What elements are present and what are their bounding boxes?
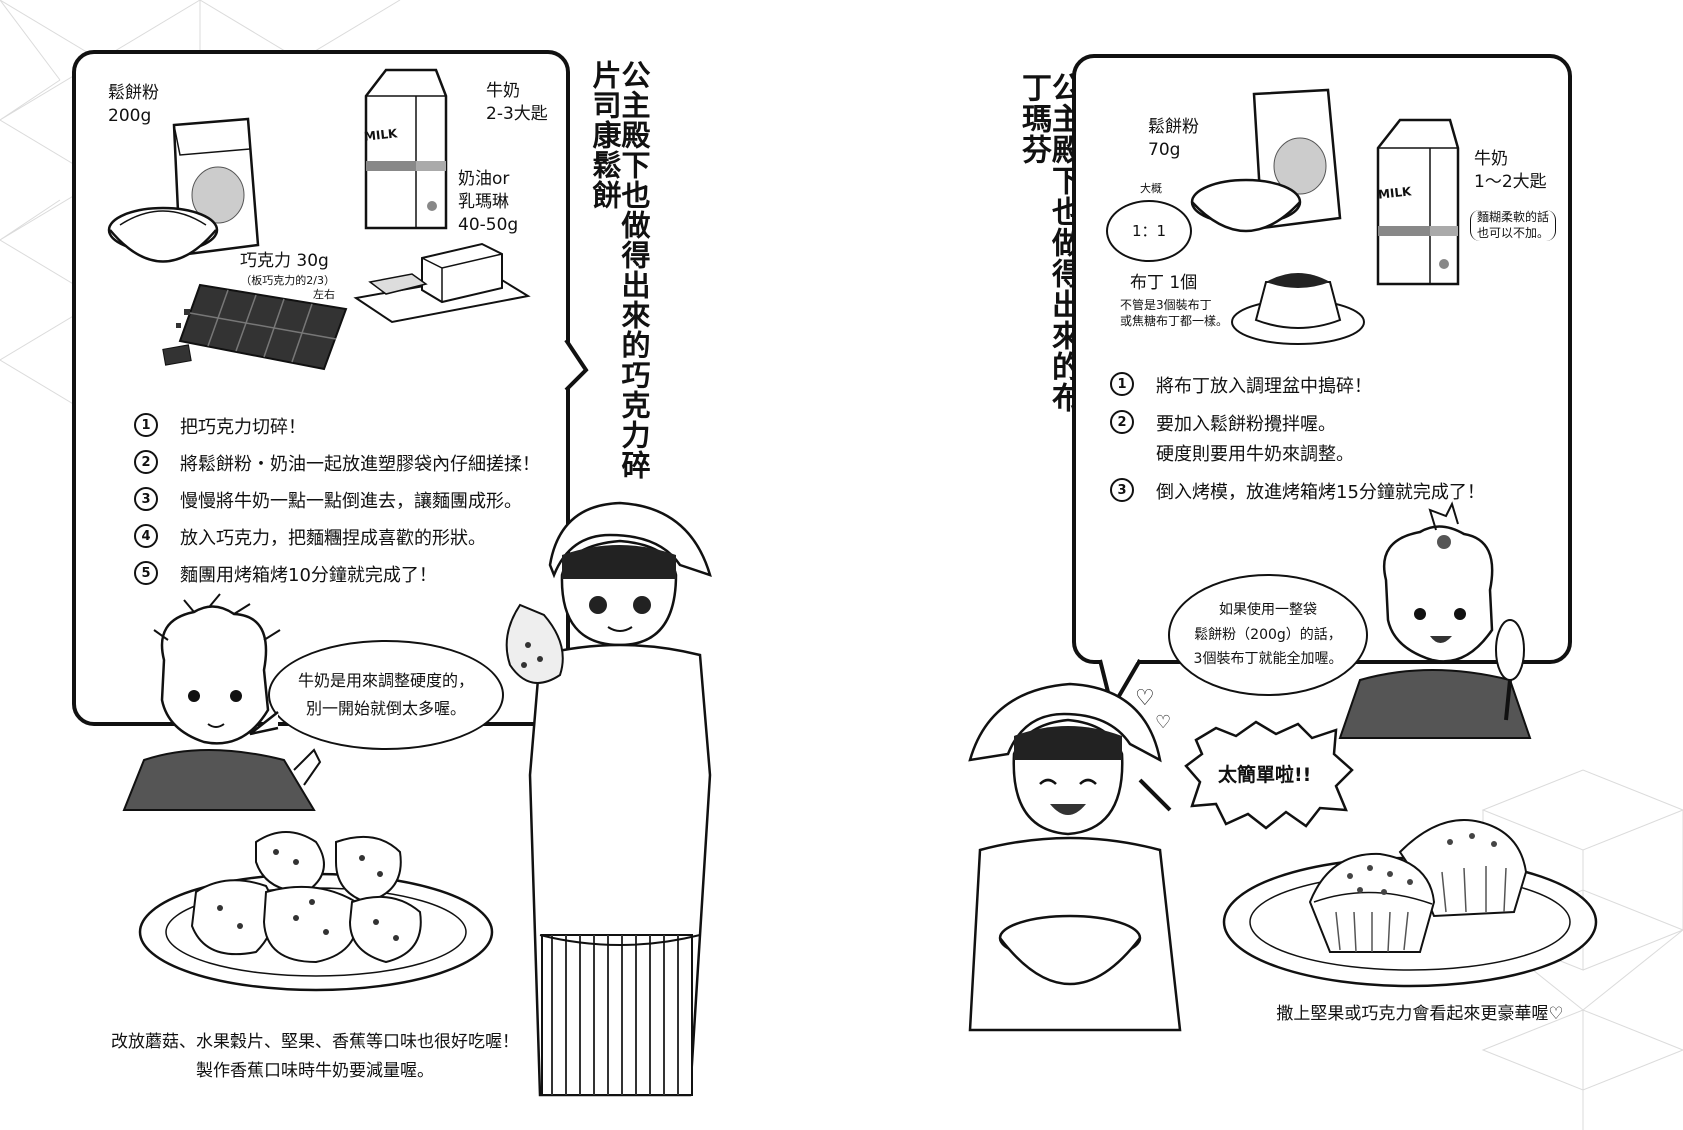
boy-character-illustration	[122, 593, 322, 811]
step-number: 4	[134, 524, 158, 548]
left-step-4: 4 放入巧克力，把麵糰捏成喜歡的形狀。	[134, 524, 486, 554]
right-caption: 撒上堅果或巧克力會看起來更豪華喔♡	[1276, 1004, 1564, 1024]
step-text: 倒入烤模，放進烤箱烤15分鐘就完成了！	[1156, 482, 1485, 503]
right-pudding-note: 不管是3個裝布丁 或焦糖布丁都一樣。	[1120, 298, 1229, 328]
right-pancake-mix-illustration	[1190, 88, 1342, 233]
right-milk-carton-illustration	[1376, 118, 1460, 286]
step-text: 慢慢將牛奶一點一點倒進去，讓麵團成形。	[180, 491, 522, 512]
step-number: 2	[1110, 410, 1134, 434]
step-number: 3	[1110, 478, 1134, 502]
left-speech-bubble: 牛奶是用來調整硬度的， 別一開始就倒太多喔。	[268, 640, 504, 750]
right-boy-character-illustration	[1338, 501, 1532, 739]
heart-icon: ♡	[1155, 712, 1172, 733]
step-number: 1	[134, 413, 158, 437]
right-milk-label: 牛奶 1～2大匙	[1474, 149, 1547, 192]
right-pancake-mix-label: 鬆餅粉 70g	[1148, 117, 1199, 160]
right-girl-character-illustration	[968, 682, 1182, 1032]
left-step-1: 1 把巧克力切碎！	[134, 413, 306, 443]
chocolate-bar-illustration	[162, 283, 348, 371]
step-number: 5	[134, 561, 158, 585]
right-step-2: 2 要加入鬆餅粉攪拌喔。 硬度則要用牛奶來調整。	[1110, 410, 1354, 469]
muffins-plate-illustration	[1222, 819, 1598, 988]
step-text: 將布丁放入調理盆中搗碎！	[1156, 376, 1372, 397]
right-speech-bubble: 如果使用一整袋 鬆餅粉（200g）的話， 3個裝布丁就能全加喔。	[1168, 574, 1368, 696]
left-step-2: 2 將鬆餅粉・奶油一起放進塑膠袋內仔細搓揉！	[134, 450, 540, 480]
step-number: 1	[1110, 372, 1134, 396]
left-step-5: 5 麵團用烤箱烤10分鐘就完成了！	[134, 561, 437, 591]
step-text: 麵團用烤箱烤10分鐘就完成了！	[180, 565, 437, 586]
pudding-illustration	[1231, 273, 1365, 345]
left-recipe-title: 公主殿下也做得出來的巧克力碎片司康鬆餅	[588, 60, 651, 480]
milk-carton-illustration	[364, 68, 448, 230]
background-pattern-right	[1481, 769, 1683, 1130]
exclaim-text: 太簡單啦!!	[1218, 764, 1312, 786]
left-chocolate-note: （板巧克力的2/3） 左右	[240, 274, 335, 302]
left-chocolate-label: 巧克力 30g	[240, 251, 329, 271]
exclaim-burst	[1184, 720, 1354, 830]
step-text: 要加入鬆餅粉攪拌喔。 硬度則要用牛奶來調整。	[1156, 414, 1354, 465]
butter-illustration	[353, 242, 531, 324]
step-number: 2	[134, 450, 158, 474]
right-ratio-bubble: 1：1	[1106, 200, 1192, 262]
right-step-1: 1 將布丁放入調理盆中搗碎！	[1110, 372, 1372, 402]
step-text: 把巧克力切碎！	[180, 417, 306, 438]
pancake-mix-bag-illustration	[107, 117, 260, 263]
right-milk-note: 麵糊柔軟的話 也可以不加。	[1470, 210, 1557, 242]
left-step-3: 3 慢慢將牛奶一點一點倒進去，讓麵團成形。	[134, 487, 522, 517]
step-text: 放入巧克力，把麵糰捏成喜歡的形狀。	[180, 528, 486, 549]
step-number: 3	[134, 487, 158, 511]
scones-plate-illustration	[138, 831, 494, 992]
left-panel-notch	[564, 338, 589, 392]
right-pudding-label: 布丁 1個	[1130, 273, 1198, 293]
heart-icon: ♡	[1135, 686, 1155, 711]
left-milk-label: 牛奶 2-3大匙	[486, 81, 548, 124]
left-speech-bubble-tail	[249, 711, 279, 736]
left-butter-label: 奶油or 乳瑪琳 40-50g	[458, 169, 519, 235]
right-recipe-title: 公主殿下也做得出來的布丁瑪芬	[1016, 72, 1081, 413]
left-recipe-panel	[72, 50, 570, 726]
girl-character-illustration	[505, 501, 712, 1097]
left-caption: 改放蘑菇、水果穀片、堅果、香蕉等口味也很好吃喔！ 製作香蕉口味時牛奶要減量喔。	[111, 1032, 519, 1081]
left-pancake-mix-label: 鬆餅粉 200g	[108, 83, 159, 126]
right-step-3: 3 倒入烤模，放進烤箱烤15分鐘就完成了！	[1110, 478, 1485, 508]
right-ratio-label: 大概	[1140, 182, 1162, 195]
step-text: 將鬆餅粉・奶油一起放進塑膠袋內仔細搓揉！	[180, 454, 540, 475]
